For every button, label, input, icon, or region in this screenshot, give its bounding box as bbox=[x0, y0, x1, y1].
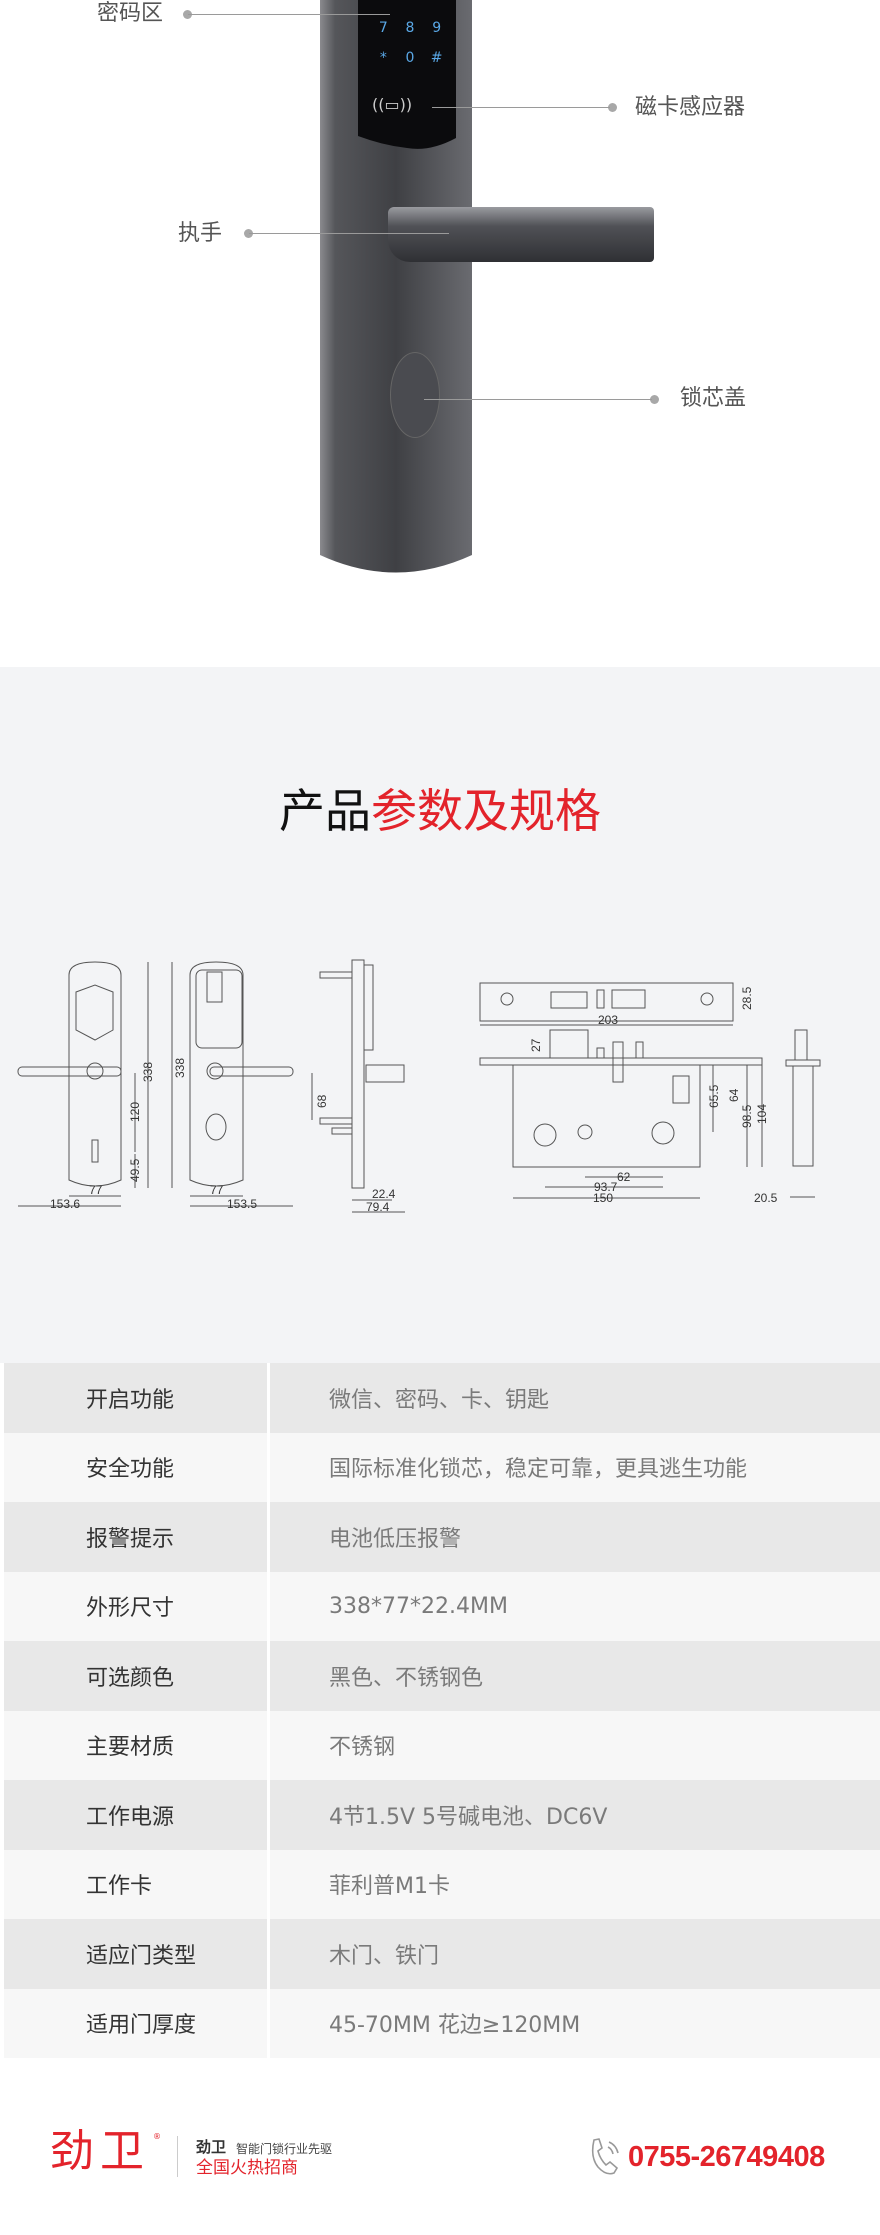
front-view-drawing bbox=[17, 961, 149, 1207]
table-row: 工作电源 4节1.5V 5号碱电池、DC6V bbox=[4, 1780, 880, 1850]
phone-icon bbox=[591, 2138, 619, 2175]
spec-label: 适应门类型 bbox=[4, 1919, 270, 1989]
callout-card-reader: 磁卡感应器 bbox=[635, 95, 746, 120]
section-title: 产品参数及规格 bbox=[0, 788, 880, 834]
spec-label: 适用门厚度 bbox=[4, 1988, 270, 2058]
phone-number[interactable]: 0755-26749408 bbox=[628, 2141, 825, 2173]
callout-dot bbox=[608, 103, 617, 112]
key-0[interactable]: 0 bbox=[405, 50, 415, 66]
cylinder-cover bbox=[390, 352, 440, 438]
back-view-drawing bbox=[171, 961, 294, 1207]
dim-label: 65.5 bbox=[707, 1084, 721, 1108]
spec-value: 菲利普M1卡 bbox=[329, 1874, 450, 1900]
spec-value: 电池低压报警 bbox=[329, 1526, 462, 1552]
lock-product-image bbox=[318, 0, 478, 580]
table-row: 工作卡 菲利普M1卡 bbox=[4, 1849, 880, 1919]
table-row: 开启功能 微信、密码、卡、钥匙 bbox=[4, 1363, 880, 1433]
table-row: 适应门类型 木门、铁门 bbox=[4, 1919, 880, 1989]
spec-label: 主要材质 bbox=[4, 1710, 270, 1780]
key-9[interactable]: 9 bbox=[432, 20, 442, 36]
dim-label: 203 bbox=[598, 1013, 618, 1027]
spec-label: 可选颜色 bbox=[4, 1641, 270, 1711]
spec-value: 45-70MM 花边≥120MM bbox=[329, 2013, 581, 2039]
divider bbox=[177, 2136, 178, 2177]
table-row: 主要材质 不锈钢 bbox=[4, 1710, 880, 1780]
dim-label: 338 bbox=[141, 1062, 155, 1082]
dim-label: 150 bbox=[593, 1191, 613, 1205]
callout-line bbox=[432, 107, 610, 108]
spec-table: 开启功能 微信、密码、卡、钥匙 安全功能 国际标准化锁芯，稳定可靠，更具逃生功能 报… bbox=[4, 1363, 880, 2058]
dim-label: 79.4 bbox=[366, 1200, 390, 1214]
callout-cylinder-cover: 锁芯盖 bbox=[680, 386, 747, 411]
callout-handle: 执手 bbox=[178, 221, 223, 246]
table-row: 可选颜色 黑色、不锈钢色 bbox=[4, 1641, 880, 1711]
spec-label: 工作卡 bbox=[4, 1849, 270, 1919]
callout-dot bbox=[244, 229, 253, 238]
table-row: 安全功能 国际标准化锁芯，稳定可靠，更具逃生功能 bbox=[4, 1432, 880, 1502]
spec-value: 国际标准化锁芯，稳定可靠，更具逃生功能 bbox=[329, 1457, 748, 1483]
spec-value: 4节1.5V 5号碱电池、DC6V bbox=[329, 1804, 608, 1830]
callout-dot bbox=[183, 10, 192, 19]
slogan: 智能门锁行业先驱 bbox=[236, 2142, 333, 2156]
dim-label: 104 bbox=[755, 1104, 769, 1124]
dim-label: 49.5 bbox=[128, 1158, 142, 1182]
table-row: 外形尺寸 338*77*22.4MM bbox=[4, 1571, 880, 1641]
spec-label: 外形尺寸 bbox=[4, 1571, 270, 1641]
registered-mark: ® bbox=[153, 2132, 161, 2141]
dim-label: 28.5 bbox=[740, 986, 754, 1010]
side-view-drawing bbox=[311, 959, 405, 1213]
spec-value: 微信、密码、卡、钥匙 bbox=[329, 1387, 550, 1413]
dim-label: 22.4 bbox=[372, 1187, 396, 1201]
lock-illustration bbox=[320, 0, 472, 573]
callout-line bbox=[424, 399, 652, 400]
dim-label: 20.5 bbox=[754, 1191, 778, 1205]
recruit-text: 全国火热招商 bbox=[196, 2158, 298, 2178]
callout-keypad: 密码区 bbox=[97, 1, 164, 26]
spec-label: 工作电源 bbox=[4, 1780, 270, 1850]
dim-label: 153.5 bbox=[227, 1197, 257, 1211]
spec-label: 报警提示 bbox=[4, 1502, 270, 1572]
spec-value: 不锈钢 bbox=[329, 1735, 396, 1761]
dim-label: 338 bbox=[173, 1058, 187, 1078]
keypad-keys: 7 8 9 * 0 # bbox=[370, 20, 450, 66]
card-reader-icon: ((▭)) bbox=[372, 95, 413, 114]
brand-name: 劲卫 bbox=[196, 2138, 227, 2156]
door-handle[interactable] bbox=[388, 207, 654, 262]
title-red: 参数及规格 bbox=[371, 784, 601, 838]
spec-value: 黑色、不锈钢色 bbox=[329, 1665, 484, 1691]
spec-label: 安全功能 bbox=[4, 1432, 270, 1502]
key-hash[interactable]: # bbox=[430, 50, 443, 66]
spec-value: 338*77*22.4MM bbox=[329, 1593, 508, 1619]
dim-label: 153.6 bbox=[50, 1197, 80, 1211]
mortise-drawing bbox=[479, 982, 821, 1199]
spec-value: 木门、铁门 bbox=[329, 1943, 440, 1969]
dim-label: 62 bbox=[617, 1170, 631, 1184]
dim-label: 120 bbox=[128, 1102, 142, 1122]
callout-line bbox=[249, 233, 449, 234]
title-black: 产品 bbox=[279, 784, 371, 838]
spec-label: 开启功能 bbox=[4, 1363, 270, 1433]
dim-label: 27 bbox=[529, 1038, 543, 1052]
dim-label: 64 bbox=[727, 1088, 741, 1102]
footer: 劲卫 ® 劲卫 智能门锁行业先驱 全国火热招商 0755-26749408 bbox=[0, 2080, 880, 2235]
dim-label: 77 bbox=[210, 1183, 224, 1197]
key-8[interactable]: 8 bbox=[405, 20, 415, 36]
callout-dot bbox=[650, 395, 659, 404]
dim-label: 77 bbox=[89, 1183, 103, 1197]
dim-label: 93.7 bbox=[594, 1180, 618, 1194]
table-row: 报警提示 电池低压报警 bbox=[4, 1502, 880, 1572]
table-row: 适用门厚度 45-70MM 花边≥120MM bbox=[4, 1988, 880, 2058]
key-star[interactable]: * bbox=[379, 50, 387, 66]
dim-label: 68 bbox=[315, 1094, 329, 1108]
dim-label: 98.5 bbox=[740, 1104, 754, 1128]
key-7[interactable]: 7 bbox=[378, 20, 388, 36]
dimension-drawings: 338 120 49.5 77 153.6 338 77 153.5 68 22… bbox=[17, 959, 821, 1214]
callout-line bbox=[188, 14, 390, 15]
brand-logo: 劲卫 bbox=[50, 2126, 150, 2177]
